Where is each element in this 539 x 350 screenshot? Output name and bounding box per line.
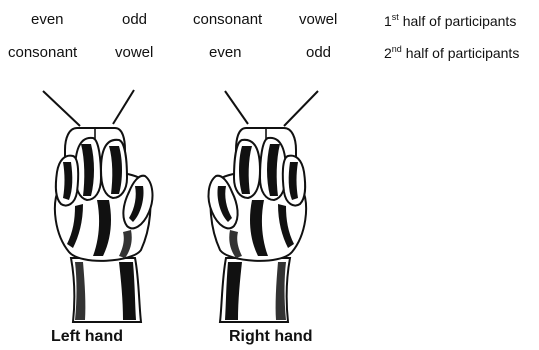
right-hand-left-pointer-line bbox=[225, 91, 248, 124]
left-hand-left-pointer-line bbox=[43, 91, 80, 126]
left-hand-caption: Left hand bbox=[51, 328, 123, 346]
right-hand-right-pointer-line bbox=[284, 91, 318, 126]
left-hand-right-pointer-line bbox=[113, 90, 134, 124]
left-hand-on-mouse bbox=[55, 128, 153, 322]
right-hand-on-mouse bbox=[209, 128, 307, 322]
right-hand-caption: Right hand bbox=[229, 328, 313, 346]
